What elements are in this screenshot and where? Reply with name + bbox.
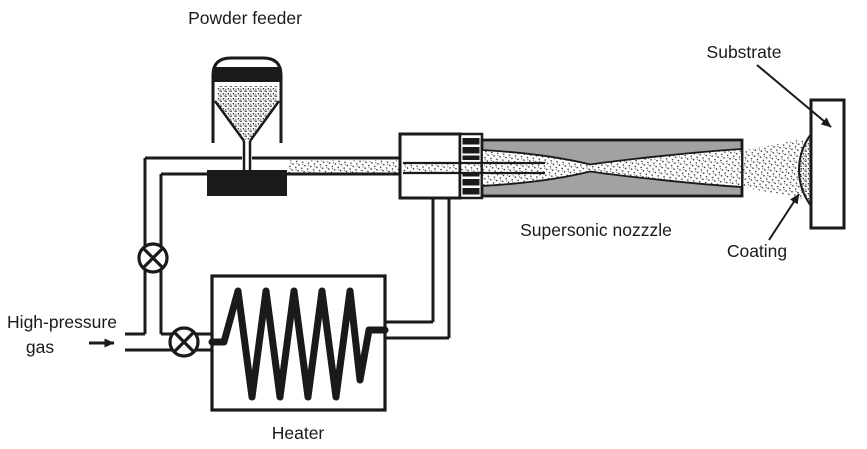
substrate-arrow	[756, 64, 832, 128]
feeder-funnel	[213, 100, 281, 142]
supersonic-nozzle	[480, 138, 744, 198]
injector-particles	[403, 164, 483, 172]
valve-upper	[137, 242, 169, 274]
high-pressure-gas-label-line2: gas	[26, 337, 54, 357]
powder-in-pipe	[288, 160, 400, 173]
powder-feeder	[207, 56, 287, 196]
feeder-base	[207, 170, 287, 196]
supersonic-nozzle-label: Supersonic nozzzle	[520, 220, 672, 240]
heater-outlet-pipe	[385, 198, 451, 340]
powder-feeder-label: Powder feeder	[188, 8, 302, 28]
coating-layer	[798, 133, 812, 207]
heater-label: Heater	[272, 423, 325, 443]
high-pressure-gas-label-line1: High-pressure	[7, 312, 117, 332]
spray-plume	[742, 139, 803, 199]
flange-bars	[462, 138, 480, 195]
valve-x-icon	[172, 330, 196, 354]
heater-coil	[208, 287, 389, 401]
substrate-label: Substrate	[707, 42, 782, 62]
feeder-powder	[217, 86, 277, 140]
coating-label: Coating	[727, 241, 787, 261]
injector-tube	[403, 161, 545, 175]
feeder-neck	[242, 141, 252, 172]
heater-unit	[208, 274, 389, 412]
feeder-band	[214, 67, 280, 82]
valve-lower	[168, 326, 200, 358]
coating-arrow	[768, 193, 800, 241]
substrate	[809, 98, 846, 230]
valve-x-icon	[141, 246, 165, 270]
